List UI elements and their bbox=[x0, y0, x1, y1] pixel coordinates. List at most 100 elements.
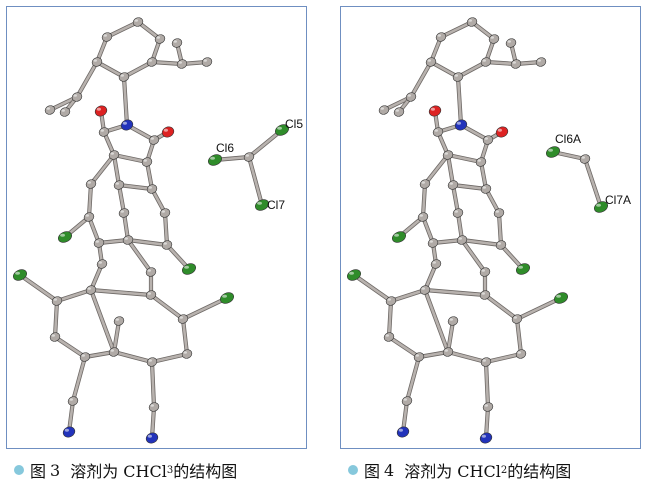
caption-bullet-icon bbox=[14, 465, 24, 475]
atom-a4 bbox=[113, 180, 125, 190]
atom-c1 bbox=[98, 127, 110, 137]
bond bbox=[18, 273, 59, 303]
atom-highlight bbox=[115, 182, 119, 185]
atom-highlight bbox=[380, 107, 384, 110]
atom-highlight bbox=[385, 334, 389, 337]
bond bbox=[117, 183, 154, 191]
caption-prefix: 图 bbox=[30, 462, 47, 481]
caption-text-after: 的结构图 bbox=[173, 462, 238, 481]
atom-highlight bbox=[458, 237, 462, 240]
atom-highlight bbox=[507, 40, 511, 43]
atom-highlight bbox=[103, 34, 107, 37]
atom-highlight bbox=[419, 214, 423, 217]
atom-highlight bbox=[482, 59, 486, 62]
bond bbox=[181, 296, 229, 321]
bond bbox=[112, 153, 121, 187]
atom-highlight bbox=[430, 107, 435, 111]
atom-highlight bbox=[143, 159, 147, 162]
atom-highlight bbox=[537, 59, 541, 62]
atom-highlight bbox=[456, 121, 461, 125]
atom-highlight bbox=[147, 292, 151, 295]
bond bbox=[421, 182, 427, 219]
atom-highlight bbox=[53, 298, 57, 301]
atom-b1 bbox=[430, 259, 442, 269]
atom-highlight bbox=[148, 186, 152, 189]
atom-cn2 bbox=[148, 402, 160, 412]
bond bbox=[387, 299, 393, 339]
atom-highlight bbox=[481, 269, 485, 272]
atom-b8 bbox=[447, 316, 459, 326]
atom-highlight bbox=[93, 59, 97, 62]
atom-highlight bbox=[87, 287, 91, 290]
bond bbox=[87, 215, 101, 245]
atom-highlight bbox=[497, 242, 501, 245]
atom-ipb bbox=[201, 57, 213, 67]
bond bbox=[112, 319, 121, 354]
atom-highlight bbox=[581, 156, 585, 159]
atom-highlight bbox=[122, 121, 127, 125]
bond bbox=[484, 187, 501, 215]
atom-highlight bbox=[490, 36, 494, 39]
atom-highlight bbox=[398, 428, 403, 432]
atom-highlight bbox=[178, 61, 182, 64]
atom-highlight bbox=[120, 74, 124, 77]
atom-b11 bbox=[480, 357, 492, 367]
atom-label-cl7: Cl7 bbox=[267, 198, 285, 212]
atom-highlight bbox=[481, 292, 485, 295]
molecule-structure-4: Cl6A Cl7A bbox=[347, 17, 631, 444]
bond bbox=[515, 317, 523, 356]
atom-highlight bbox=[245, 154, 249, 157]
atom-highlight bbox=[222, 294, 227, 298]
atom-highlight bbox=[421, 287, 425, 290]
atom-cn2 bbox=[482, 402, 494, 412]
atom-highlight bbox=[61, 109, 65, 112]
atom-highlight bbox=[421, 181, 425, 184]
bond bbox=[423, 153, 450, 186]
atom-highlight bbox=[203, 59, 207, 62]
bond bbox=[497, 211, 503, 247]
bond bbox=[163, 211, 169, 247]
atom-b3 bbox=[419, 285, 431, 295]
atom-a4 bbox=[447, 180, 459, 190]
atom-highlight bbox=[110, 349, 114, 352]
atom-a9 bbox=[427, 238, 439, 248]
atom-highlight bbox=[15, 271, 20, 275]
atom-highlight bbox=[432, 261, 436, 264]
bond bbox=[583, 157, 603, 209]
atom-highlight bbox=[513, 316, 517, 319]
atom-highlight bbox=[429, 240, 433, 243]
atom-b12 bbox=[442, 347, 454, 357]
bond bbox=[423, 288, 450, 354]
atom-highlight bbox=[444, 349, 448, 352]
atom-highlight bbox=[349, 271, 354, 275]
atom-cl2 bbox=[554, 292, 568, 304]
atom-highlight bbox=[148, 359, 152, 362]
atom-b11 bbox=[146, 357, 158, 367]
bond bbox=[89, 288, 116, 354]
caption-prefix: 图 bbox=[364, 462, 381, 481]
atom-highlight bbox=[98, 261, 102, 264]
atom-highlight bbox=[73, 94, 77, 97]
atom-highlight bbox=[484, 404, 488, 407]
atom-highlight bbox=[518, 265, 523, 269]
atom-highlight bbox=[454, 210, 458, 213]
bond bbox=[456, 75, 463, 127]
atom-a7 bbox=[452, 208, 464, 218]
atom-highlight bbox=[161, 210, 165, 213]
atom-highlight bbox=[163, 242, 167, 245]
bond bbox=[126, 238, 169, 247]
atom-highlight bbox=[277, 126, 282, 130]
bond bbox=[53, 299, 59, 339]
caption-text-after: 的结构图 bbox=[507, 462, 572, 481]
atom-highlight bbox=[257, 201, 262, 205]
atom-nn2 bbox=[145, 432, 159, 444]
atom-highlight bbox=[444, 152, 448, 155]
atom-highlight bbox=[434, 129, 438, 132]
bond bbox=[122, 75, 129, 127]
bond bbox=[515, 296, 563, 321]
atom-highlight bbox=[484, 137, 488, 140]
bond bbox=[451, 183, 460, 215]
atom-highlight bbox=[556, 294, 561, 298]
atom-b12 bbox=[108, 347, 120, 357]
atom-highlight bbox=[100, 129, 104, 132]
